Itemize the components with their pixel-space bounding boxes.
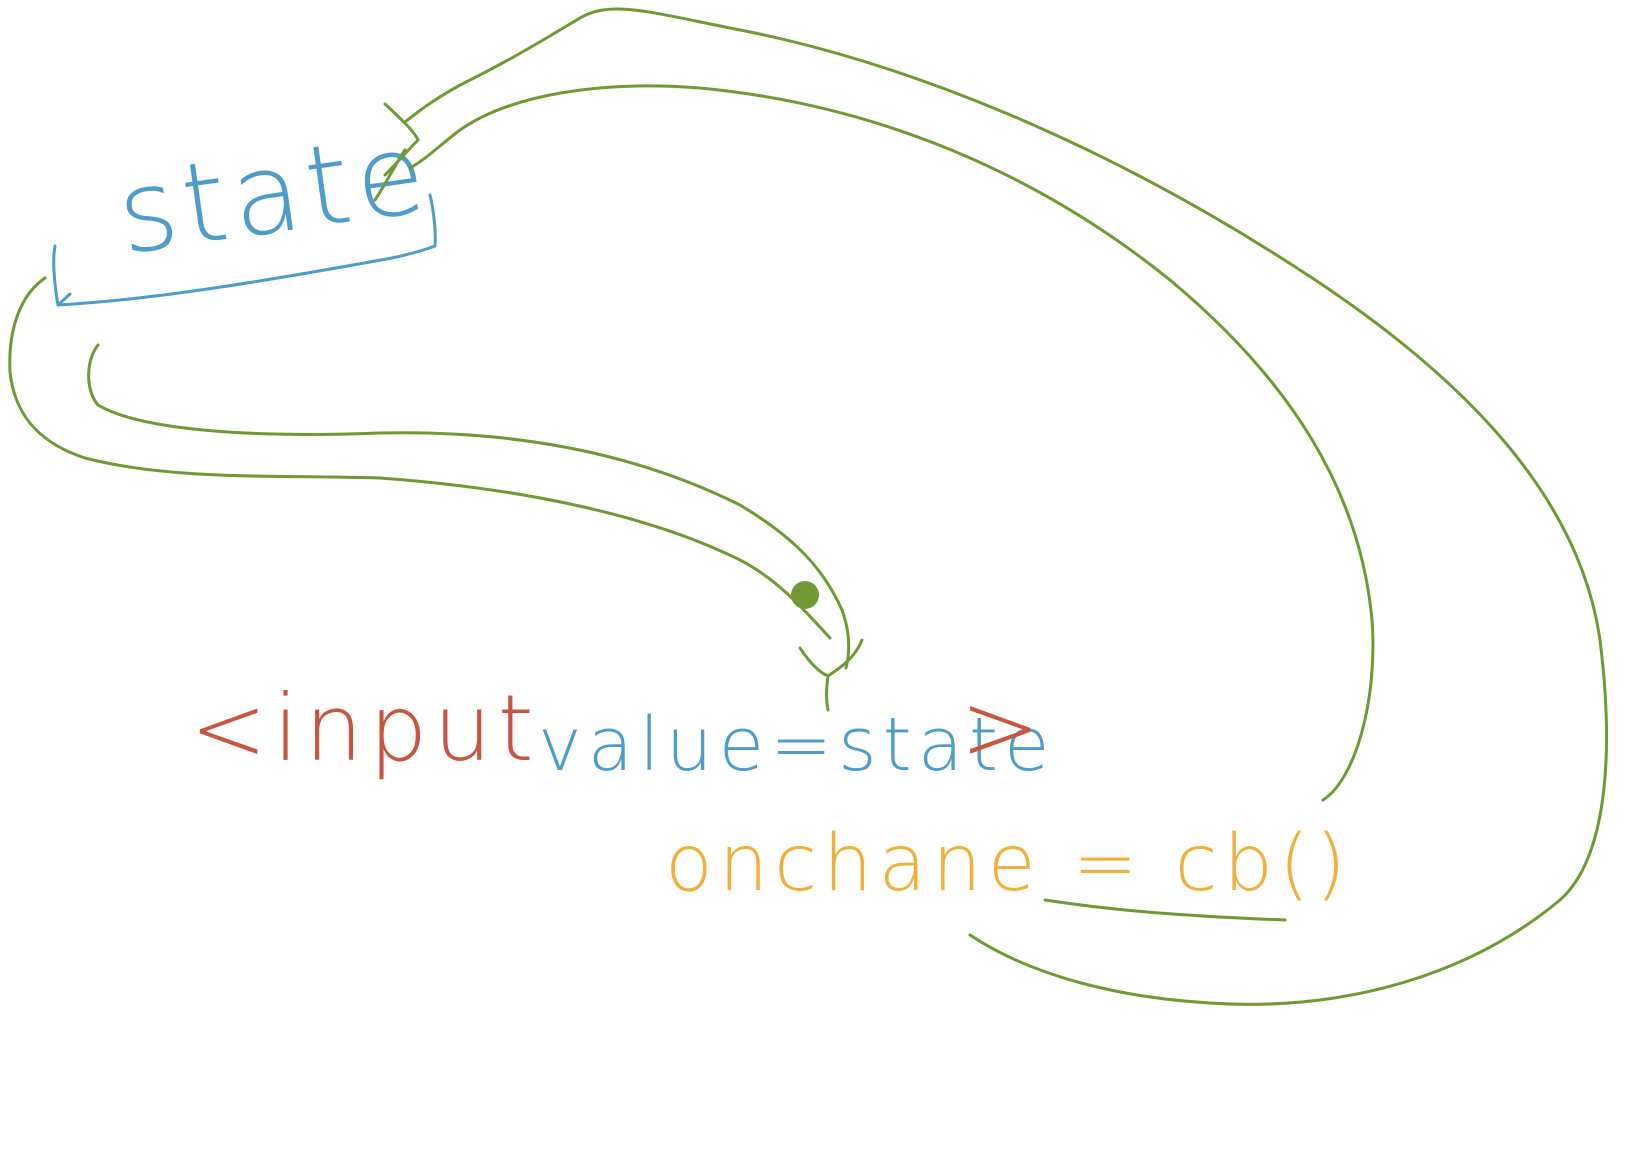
cb-to-state-arrow-inner: [408, 84, 1375, 802]
onchange-attribute: onchane = cb(): [665, 819, 1352, 909]
state-bracket: [52, 193, 437, 307]
cursor-dot: [791, 581, 819, 609]
state-to-value-arrow-inner: [87, 343, 851, 670]
cb-underline: [1043, 898, 1287, 922]
input-tag-close: >: [960, 671, 1046, 783]
state-to-value-arrow-outer: [8, 276, 832, 640]
state-label: state: [110, 108, 439, 280]
cb-to-state-arrow-outer: [403, 7, 1608, 1006]
value-arrowhead: [798, 638, 864, 712]
value-attribute: value=state: [538, 702, 1056, 788]
input-tag-open: <input: [190, 675, 540, 782]
state-bracket-tick: [56, 292, 72, 307]
state-arrowhead: [373, 102, 420, 202]
